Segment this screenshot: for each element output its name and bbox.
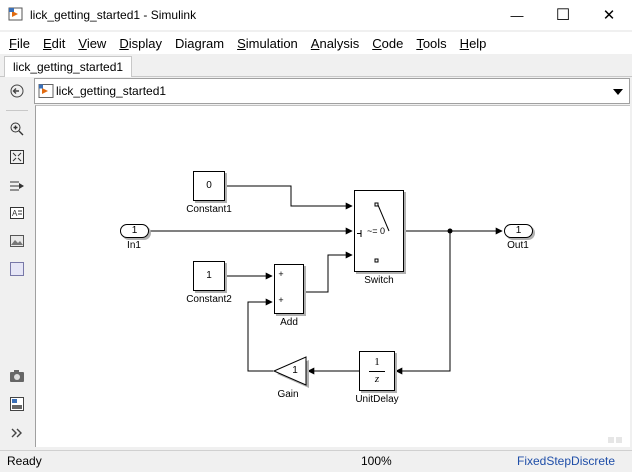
fraction-bar bbox=[369, 371, 385, 372]
add-input1-sign: + bbox=[278, 269, 284, 279]
out1-port-block[interactable]: 1 bbox=[504, 224, 533, 238]
switch-label: Switch bbox=[364, 275, 394, 286]
menu-display[interactable]: Display bbox=[119, 35, 162, 51]
expand-toolbar-button[interactable] bbox=[8, 424, 26, 442]
solver-link[interactable]: FixedStepDiscrete bbox=[517, 454, 616, 468]
gain-value: 1 bbox=[292, 365, 298, 376]
add-input2-sign: + bbox=[278, 295, 284, 305]
image-icon bbox=[10, 235, 24, 247]
menu-diagram[interactable]: Diagram bbox=[174, 35, 225, 51]
unit-delay-denominator: z bbox=[374, 373, 380, 385]
unit-delay-label: UnitDelay bbox=[355, 394, 399, 405]
model-canvas[interactable]: 0 Constant1 1 Constant2 1 In1 1 Out1 ~= … bbox=[35, 105, 630, 447]
annotation-button[interactable]: A bbox=[8, 204, 26, 222]
svg-text:A: A bbox=[12, 209, 18, 218]
close-icon: ✕ bbox=[602, 7, 616, 24]
close-button[interactable]: ✕ bbox=[586, 0, 632, 30]
in1-label: In1 bbox=[127, 240, 141, 251]
window-title: lick_getting_started1 - Simulink bbox=[30, 8, 197, 22]
maximize-icon: ☐ bbox=[555, 7, 571, 24]
switch-icon bbox=[357, 202, 390, 263]
out1-value: 1 bbox=[515, 225, 522, 236]
menu-simulation[interactable]: Simulation bbox=[237, 35, 298, 51]
constant2-value: 1 bbox=[206, 270, 212, 281]
constant1-label: Constant1 bbox=[186, 204, 232, 215]
screenshot-button[interactable] bbox=[8, 367, 26, 385]
add-block[interactable]: + + bbox=[274, 264, 304, 314]
area-button[interactable] bbox=[8, 260, 26, 278]
minimize-button[interactable]: — bbox=[494, 0, 540, 30]
menu-code[interactable]: Code bbox=[372, 35, 404, 51]
add-label: Add bbox=[280, 317, 298, 328]
camera-icon bbox=[10, 370, 24, 382]
line-gain-add bbox=[247, 298, 273, 372]
image-button[interactable] bbox=[8, 232, 26, 250]
gain-label: Gain bbox=[277, 389, 299, 400]
back-arrow-icon bbox=[10, 84, 24, 98]
in1-value: 1 bbox=[131, 225, 138, 236]
menu-bar: File Edit View Display Diagram Simulatio… bbox=[0, 32, 632, 54]
constant2-label: Constant2 bbox=[186, 294, 232, 305]
double-chevron-right-icon bbox=[11, 428, 22, 438]
constant1-value: 0 bbox=[206, 180, 212, 191]
menu-edit[interactable]: Edit bbox=[42, 35, 66, 51]
maximize-button[interactable]: ☐ bbox=[540, 0, 586, 30]
signal-arrow-button[interactable] bbox=[8, 176, 26, 194]
unit-delay-numerator: 1 bbox=[374, 356, 380, 368]
zoom-in-icon bbox=[10, 122, 24, 136]
menu-help[interactable]: Help bbox=[459, 35, 487, 51]
in1-port-block[interactable]: 1 bbox=[120, 224, 149, 238]
menu-tools[interactable]: Tools bbox=[416, 35, 447, 51]
zoom-level: 100% bbox=[361, 454, 392, 468]
minimize-icon: — bbox=[510, 7, 524, 23]
address-dropdown-button[interactable] bbox=[612, 86, 624, 96]
fit-view-button[interactable] bbox=[8, 148, 26, 166]
switch-block[interactable]: ~= 0 bbox=[354, 190, 404, 272]
canvas-grip-icon bbox=[608, 434, 624, 444]
model-path: lick_getting_started1 bbox=[56, 84, 167, 98]
model-browser-button[interactable] bbox=[8, 395, 26, 413]
constant1-block[interactable]: 0 bbox=[193, 171, 225, 201]
gain-block[interactable]: 1 bbox=[272, 356, 309, 388]
arrow-right-icon bbox=[10, 181, 24, 191]
menu-view[interactable]: View bbox=[78, 35, 107, 51]
constant2-block[interactable]: 1 bbox=[193, 261, 225, 291]
area-icon bbox=[10, 262, 24, 276]
unit-delay-block[interactable]: 1 z bbox=[359, 351, 395, 391]
toolbar-divider bbox=[6, 110, 28, 111]
branch-point bbox=[447, 228, 453, 234]
menu-analysis[interactable]: Analysis bbox=[310, 35, 360, 51]
fit-to-view-icon bbox=[10, 150, 24, 164]
line-constant1-switch bbox=[225, 185, 353, 210]
switch-criterion: ~= 0 bbox=[366, 226, 386, 236]
menu-file[interactable]: File bbox=[9, 35, 30, 51]
model-icon bbox=[38, 83, 54, 99]
back-button[interactable] bbox=[8, 82, 26, 100]
model-browser-icon bbox=[10, 397, 24, 411]
line-add-switch bbox=[304, 251, 353, 293]
chevron-down-icon bbox=[613, 89, 623, 95]
text-annotation-icon: A bbox=[10, 207, 24, 219]
status-bar bbox=[0, 450, 632, 472]
address-bar[interactable] bbox=[34, 78, 630, 104]
zoom-in-button[interactable] bbox=[8, 120, 26, 138]
simulink-app-icon bbox=[8, 6, 24, 22]
status-state: Ready bbox=[7, 454, 42, 468]
line-branch-unitdelay bbox=[395, 231, 451, 375]
signal-lines bbox=[149, 185, 503, 375]
title-bar bbox=[0, 0, 632, 30]
tab-strip bbox=[0, 55, 632, 77]
tab-model[interactable]: lick_getting_started1 bbox=[4, 56, 133, 77]
out1-label: Out1 bbox=[507, 240, 529, 251]
